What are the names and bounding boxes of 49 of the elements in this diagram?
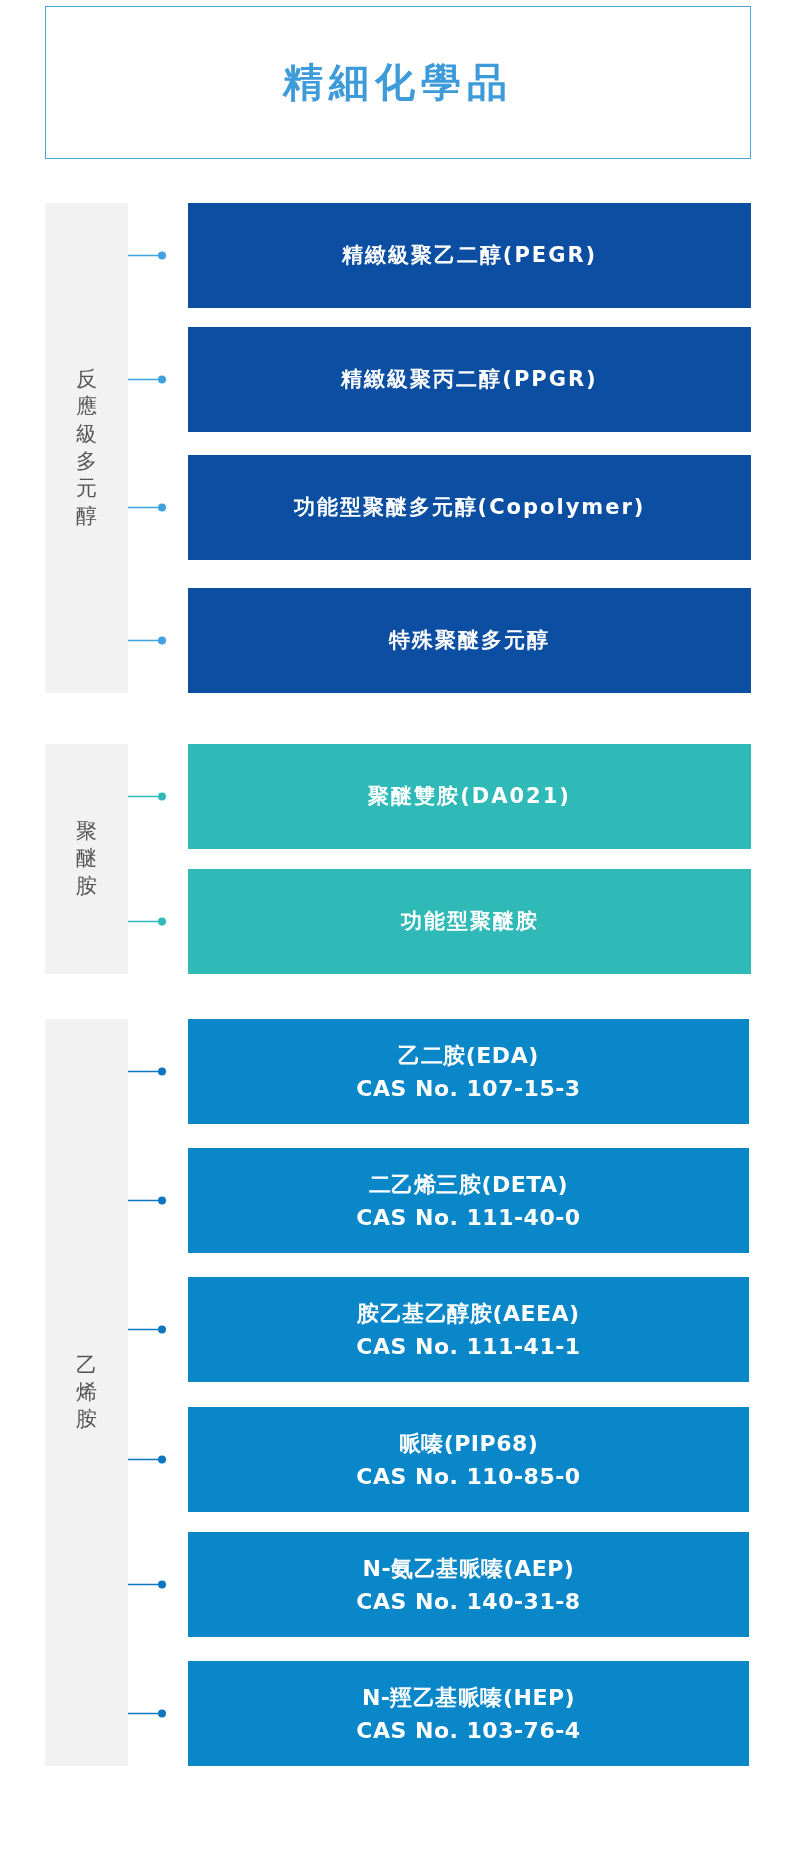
connector-line — [127, 1709, 166, 1718]
product-box — [188, 588, 751, 693]
product-name: 哌嗪(PIP68) — [398, 1429, 539, 1458]
connector-line — [127, 1580, 166, 1589]
category-panel — [45, 1019, 128, 1766]
connector-line — [127, 503, 166, 512]
product-box — [188, 203, 751, 308]
product-name: 精緻級聚乙二醇(PEGR) — [341, 241, 598, 269]
product-box — [188, 455, 751, 560]
product-name: N-羥乙基哌嗪(HEP) — [361, 1683, 576, 1712]
product-box — [188, 327, 751, 432]
product-box — [188, 1407, 749, 1512]
category-panel — [45, 203, 128, 693]
connector-line — [127, 1196, 166, 1205]
cas-number: CAS No. 111-40-0 — [356, 1203, 581, 1232]
product-box — [188, 1661, 749, 1766]
category-label: 聚醚胺 — [76, 818, 97, 900]
product-name: 精緻級聚丙二醇(PPGR) — [341, 365, 598, 393]
product-name: 胺乙基乙醇胺(AEEA) — [357, 1299, 580, 1328]
product-name: 乙二胺(EDA) — [398, 1041, 539, 1070]
product-box — [188, 869, 751, 974]
connector-line — [127, 1455, 166, 1464]
product-name: 聚醚雙胺(DA021) — [368, 782, 571, 810]
product-box — [188, 1532, 749, 1637]
connector-line — [127, 1067, 166, 1076]
product-box — [188, 1148, 749, 1253]
cas-number: CAS No. 110-85-0 — [356, 1462, 581, 1491]
cas-number: CAS No. 107-15-3 — [356, 1074, 581, 1103]
product-box — [188, 1277, 749, 1382]
cas-number: CAS No. 111-41-1 — [356, 1332, 581, 1361]
product-name: 功能型聚醚胺 — [400, 907, 539, 935]
category-label: 反應級多元醇 — [76, 366, 97, 530]
category-label: 乙烯胺 — [76, 1351, 97, 1434]
product-name: N-氨乙基哌嗪(AEP) — [362, 1554, 575, 1583]
cas-number: CAS No. 103-76-4 — [356, 1716, 581, 1745]
product-name: 功能型聚醚多元醇(Copolymer) — [293, 493, 646, 521]
category-panel — [45, 744, 128, 974]
product-name: 二乙烯三胺(DETA) — [368, 1170, 569, 1199]
connector-line — [127, 375, 166, 384]
cas-number: CAS No. 140-31-8 — [356, 1587, 581, 1616]
connector-line — [127, 917, 166, 926]
connector-line — [127, 792, 166, 801]
product-name: 特殊聚醚多元醇 — [389, 626, 550, 654]
product-box — [188, 744, 751, 849]
product-box — [188, 1019, 749, 1124]
title: 精細化學品 — [283, 58, 513, 107]
connector-line — [127, 251, 166, 260]
connector-line — [127, 1325, 166, 1334]
connector-line — [127, 636, 166, 645]
